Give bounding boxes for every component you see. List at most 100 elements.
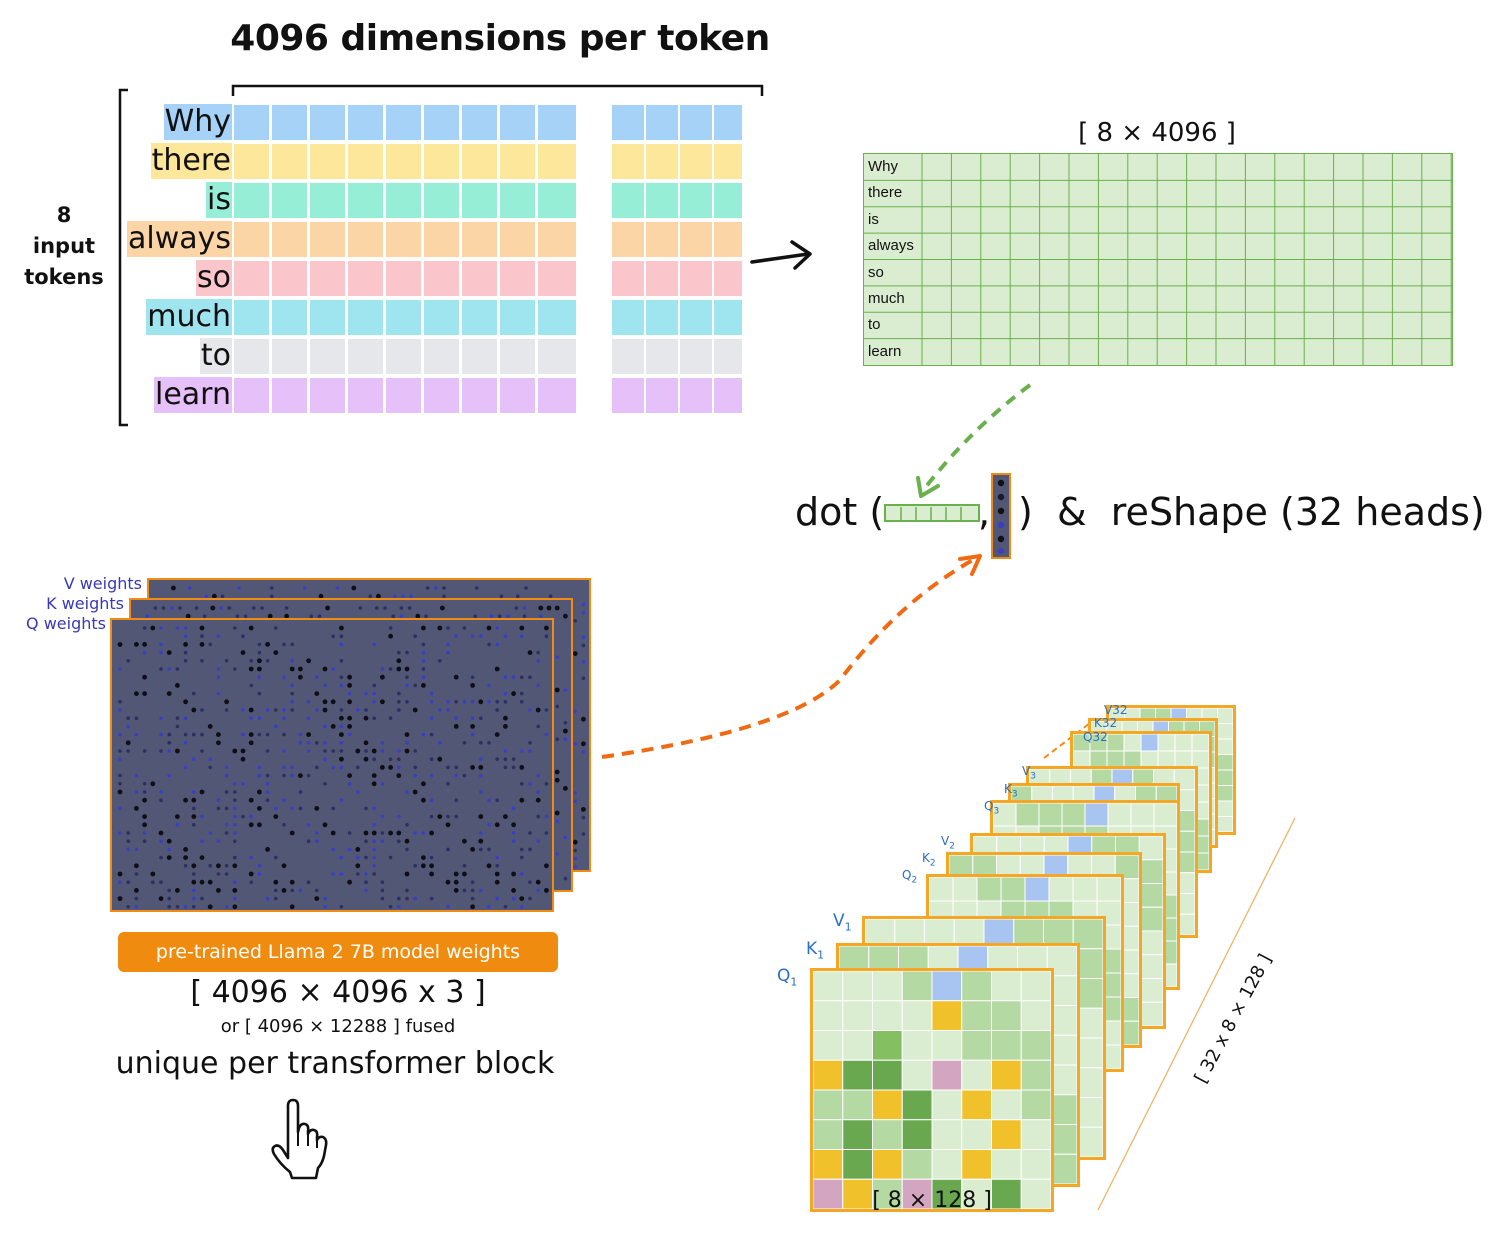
weight-dot [388,667,393,671]
weight-dot [383,606,387,610]
weight-dot [462,626,467,630]
v1-label: V1 [833,911,852,934]
weight-dot [216,667,221,671]
weight-dot [536,659,540,663]
weight-dot [248,822,254,828]
weight-dot [339,708,344,712]
dot-prefix: dot ( [795,490,885,534]
weight-dot [372,847,377,852]
weight-dot [282,716,286,720]
weight-dot [544,708,549,712]
weight-dot [487,700,491,704]
weight-dot [216,732,221,737]
weight-dot [446,650,450,655]
head-cell [961,1089,992,1121]
weight-dot [151,880,155,884]
orange-arrow [601,555,979,759]
weight-dot [442,586,446,590]
embedding-cell [272,378,307,413]
weight-dot [232,904,238,910]
weight-dot [200,749,204,753]
embedding-cell [424,300,459,335]
weight-dot [298,666,303,672]
weight-dot [134,896,139,901]
weight-dot [555,704,559,709]
weight-dot [224,905,229,909]
weight-dot [192,732,196,737]
embedding-cell [646,261,678,296]
q-weights-matrix [110,618,554,912]
weight-dot [282,823,286,827]
weight-dot [142,839,147,843]
weight-dot [199,789,205,795]
weight-dot [388,716,393,720]
weight-dot [233,896,237,901]
weight-dot [118,757,122,761]
weight-dot [470,675,475,679]
head-cell [812,1089,844,1121]
weight-dot [475,586,479,590]
weight-dot [511,839,516,843]
weight-dot [462,773,467,778]
weight-dot [413,864,418,868]
weight-dot [364,708,368,712]
weight-dot [273,879,279,885]
weight-dot [454,716,459,720]
weight-dot [535,707,541,713]
weight-dot [317,614,322,618]
weight-dot [404,871,410,877]
weight-dot [241,782,245,786]
weight-dot [397,896,401,901]
weight-dot [397,839,401,843]
weight-dot [347,715,352,721]
embedding-cell [680,339,712,374]
embedding-cell [500,105,535,140]
head-cell [1096,876,1122,902]
embedding-cell [386,261,421,296]
weight-dot [142,822,147,828]
weight-dot [298,790,303,794]
weight-dot [192,888,196,893]
head-cell [1217,769,1234,786]
weight-dot [219,606,223,610]
embedding-cell [424,261,459,296]
embedding-cell [612,222,644,257]
embedding-cell [612,183,644,218]
weight-dot [511,871,516,877]
weight-dot [200,839,204,843]
head-cell [991,1119,1022,1150]
weight-dot [159,650,163,655]
weight-column-dots [997,479,1005,554]
weight-dot [372,855,377,860]
embedding-cell [538,105,576,140]
weight-dot [396,658,402,664]
weight-dot [265,732,270,737]
weight-dot [544,831,549,835]
weight-dot [306,658,311,664]
weight-dot [573,791,577,795]
head-cell [872,1030,903,1061]
weight-dot [380,896,385,901]
weight-dot [446,782,450,786]
weight-dot [233,814,237,819]
weight-dot [347,674,352,680]
head-cell [872,1059,903,1091]
head-cell [842,1089,873,1121]
weight-dot [380,765,385,770]
embedding-cell [538,261,576,296]
weight-dot [233,806,237,811]
weight-dot [265,773,270,778]
head-cell [1153,802,1178,827]
weight-dot [323,724,327,729]
embedding-cell [714,183,742,218]
weight-dot [192,872,196,876]
weight-dot [323,749,327,753]
weight-dot [260,606,264,610]
embedding-cell [348,183,383,218]
weight-dot [429,700,434,704]
weight-dot [487,905,491,909]
head-cell [901,1059,933,1091]
weight-dot [282,675,286,679]
weight-dot [191,863,197,869]
pointer-hand-icon[interactable] [268,1098,334,1180]
